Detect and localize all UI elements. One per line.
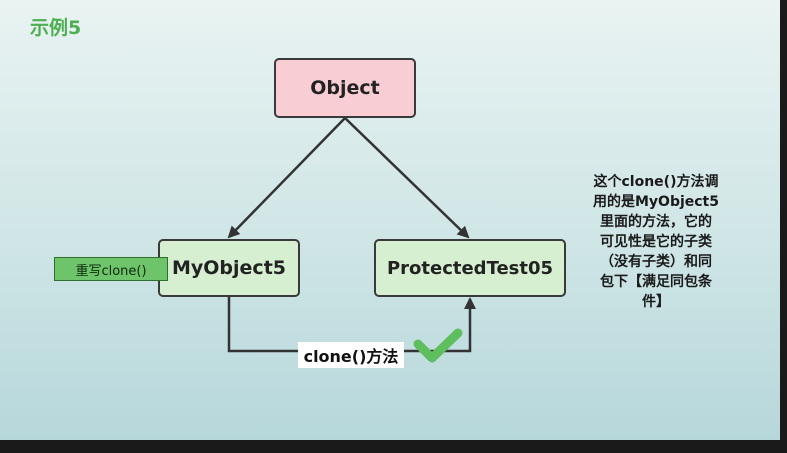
slide-title: 示例5 <box>30 17 82 39</box>
node-protectedtest05: ProtectedTest05 <box>374 239 566 297</box>
node-protectedtest05-label: ProtectedTest05 <box>386 257 554 279</box>
explanation-note: 这个clone()方法调 用的是MyObject5 里面的方法，它的 可见性是它… <box>592 174 719 310</box>
node-myobject5-label: MyObject5 <box>171 257 286 279</box>
check-mark-icon <box>413 328 463 363</box>
arrow-object-to-myobject <box>227 117 346 239</box>
slide: 示例5 Object MyObject5 ProtectedTest05 重写c… <box>0 0 780 440</box>
edge-label-clone: clone()方法 <box>298 342 404 368</box>
node-object: Object <box>274 58 416 118</box>
node-myobject5: MyObject5 <box>158 239 300 297</box>
arrow-object-to-protected <box>344 117 470 239</box>
override-tag: 重写clone() <box>54 257 168 281</box>
node-object-label: Object <box>310 77 380 99</box>
